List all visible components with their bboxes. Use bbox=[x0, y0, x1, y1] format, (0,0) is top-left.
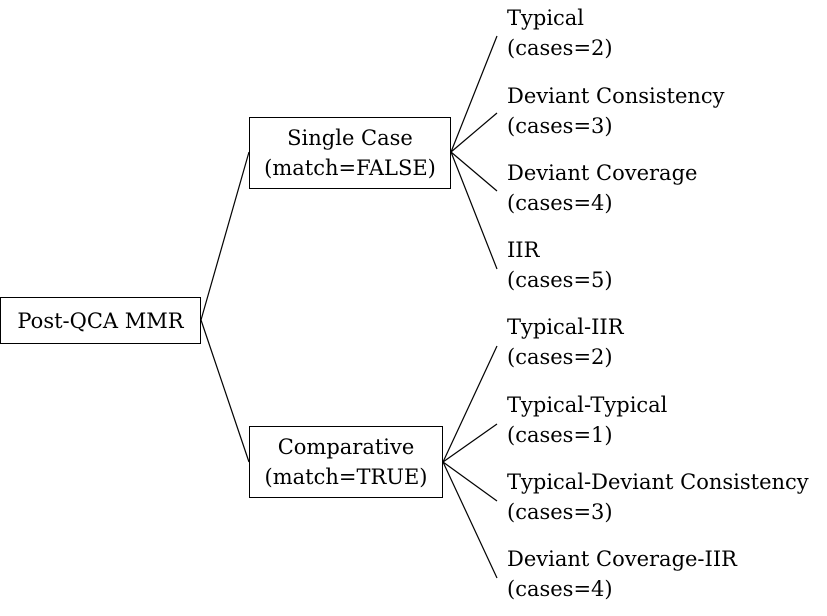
edge-comparative-deviant-coverage-iir bbox=[442, 461, 498, 579]
leaf-typical: Typical (cases=2) bbox=[507, 3, 613, 63]
edge-root-comparative bbox=[200, 319, 250, 463]
root-node: Post-QCA MMR bbox=[0, 297, 201, 344]
leaf-name: Deviant Coverage-IIR bbox=[507, 547, 737, 571]
edge-single-case-deviant-coverage bbox=[450, 151, 498, 192]
branch-comparative: Comparative (match=TRUE) bbox=[249, 426, 443, 498]
leaf-deviant-coverage: Deviant Coverage (cases=4) bbox=[507, 158, 697, 218]
branch-single-case: Single Case (match=FALSE) bbox=[249, 117, 451, 189]
root-label: Post-QCA MMR bbox=[17, 308, 184, 333]
edge-single-case-iir bbox=[450, 151, 498, 270]
edge-single-case-typical bbox=[450, 35, 498, 153]
branch-single-case-condition: (match=FALSE) bbox=[264, 156, 436, 180]
leaf-count: (cases=3) bbox=[507, 500, 613, 524]
leaf-deviant-coverage-iir: Deviant Coverage-IIR (cases=4) bbox=[507, 544, 737, 604]
branch-comparative-condition: (match=TRUE) bbox=[264, 465, 428, 489]
leaf-typical-typical: Typical-Typical (cases=1) bbox=[507, 390, 667, 450]
leaf-count: (cases=4) bbox=[507, 577, 613, 601]
edge-single-case-deviant-consistency bbox=[450, 112, 498, 153]
leaf-name: Deviant Coverage bbox=[507, 161, 698, 185]
branch-single-case-title: Single Case bbox=[287, 126, 413, 150]
leaf-count: (cases=2) bbox=[507, 345, 613, 369]
leaf-iir: IIR (cases=5) bbox=[507, 235, 613, 295]
branch-comparative-title: Comparative bbox=[277, 435, 415, 459]
leaf-name: Deviant Consistency bbox=[507, 84, 725, 108]
edge-comparative-typical-deviant-consistency bbox=[442, 461, 498, 502]
edge-comparative-typical-typical bbox=[442, 423, 498, 463]
leaf-count: (cases=4) bbox=[507, 191, 613, 215]
leaf-name: Typical-Typical bbox=[507, 393, 668, 417]
leaf-count: (cases=5) bbox=[507, 268, 613, 292]
edge-comparative-typical-iir bbox=[442, 345, 498, 463]
leaf-name: Typical-Deviant Consistency bbox=[507, 470, 809, 494]
leaf-count: (cases=3) bbox=[507, 114, 613, 138]
leaf-typical-iir: Typical-IIR (cases=2) bbox=[507, 312, 624, 372]
edge-root-single-case bbox=[200, 151, 250, 321]
leaf-count: (cases=2) bbox=[507, 36, 613, 60]
leaf-typical-deviant-consistency: Typical-Deviant Consistency (cases=3) bbox=[507, 467, 809, 527]
leaf-count: (cases=1) bbox=[507, 423, 613, 447]
leaf-deviant-consistency: Deviant Consistency (cases=3) bbox=[507, 81, 725, 141]
leaf-name: IIR bbox=[507, 238, 540, 262]
leaf-name: Typical-IIR bbox=[507, 315, 624, 339]
leaf-name: Typical bbox=[507, 6, 585, 30]
